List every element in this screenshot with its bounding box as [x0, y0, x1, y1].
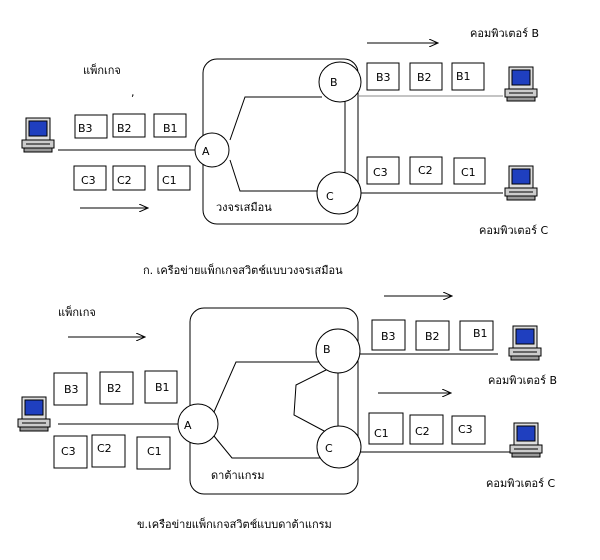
node-a [177, 403, 219, 445]
packet-label: B3 [376, 71, 391, 84]
computer-icon [17, 396, 51, 432]
packet-label: C2 [418, 164, 433, 177]
computer-icon [509, 422, 543, 458]
packet-group-right-top: B3 B2 B1 [371, 319, 494, 351]
packet [144, 370, 178, 404]
computer-b-label: คอมพิวเตอร์ B [470, 27, 539, 40]
packet [136, 436, 171, 470]
packet [415, 320, 450, 351]
computer-icon [504, 66, 538, 102]
packet-label: B3 [381, 330, 396, 343]
node-a [194, 132, 230, 168]
packet [371, 319, 406, 351]
packet-label: B3 [78, 122, 93, 135]
packet-label: C2 [117, 174, 132, 187]
packet [366, 62, 400, 91]
packet [459, 320, 494, 351]
node-b [315, 328, 361, 374]
packet-label: C1 [461, 166, 476, 179]
node-b-label: B [323, 343, 331, 356]
diagram-b: A B C แพ็กเกจ ดาต้าแกรม คอมพิวเตอร์ B คอ… [17, 296, 557, 531]
packet-label: C3 [81, 174, 96, 187]
node-b-label: B [330, 76, 338, 89]
node-b [318, 61, 362, 103]
packet [112, 165, 146, 191]
link-a-b [213, 361, 322, 413]
packet-label: แพ็กเกจ [83, 63, 121, 77]
packet [409, 62, 443, 91]
link-a-c [229, 159, 322, 192]
packet-label: C3 [61, 445, 76, 458]
packet [451, 415, 486, 445]
packet [99, 371, 134, 405]
stray-mark: , [131, 86, 135, 99]
packet-group-left-top: B3 B2 B1 [53, 370, 178, 406]
packet-label: B1 [456, 70, 471, 83]
node-c [316, 425, 362, 469]
link-a-c [213, 435, 322, 459]
packet [73, 165, 107, 191]
computer-b-label: คอมพิวเตอร์ B [488, 374, 557, 387]
node-c-label: C [325, 442, 333, 455]
packet-label: แพ็กเกจ [58, 305, 96, 319]
packet-group-left-bottom: C3 C2 C1 [73, 165, 191, 191]
node-a-label: A [202, 145, 210, 158]
packet [53, 372, 88, 406]
packet-label: C1 [374, 427, 389, 440]
packet [112, 113, 146, 138]
packet-label: B2 [425, 330, 440, 343]
packet [409, 414, 444, 445]
packet-label: B1 [155, 381, 170, 394]
packet-label: B2 [107, 382, 122, 395]
packet-group-left-bottom: C3 C2 C1 [53, 434, 171, 470]
packet-group-right-bottom: C3 C2 C1 [366, 156, 486, 185]
network-label: วงจรเสมือน [216, 201, 272, 214]
packet-label: C3 [373, 166, 388, 179]
packet-group-right-top: B3 B2 B1 [366, 62, 485, 91]
packet-label: B1 [473, 327, 488, 340]
packet [368, 412, 404, 445]
network-label: ดาต้าแกรม [211, 469, 265, 482]
link-b-c-alt [293, 367, 331, 433]
packet [53, 435, 88, 469]
packet-label: B1 [163, 122, 178, 135]
caption: ก. เครือข่ายแพ็กเกจสวิตช์แบบวงจรเสมือน [143, 263, 343, 277]
packet-group-right-bottom: C1 C2 C3 [368, 412, 486, 445]
network-box [189, 307, 359, 495]
diagram-a: A B C แพ็กเกจ , วงจรเสมือน คอมพิวเตอร์ B… [21, 27, 549, 277]
packet-label: C1 [162, 174, 177, 187]
packet-label: C2 [415, 425, 430, 438]
computer-icon [504, 165, 538, 201]
packet-label: B2 [117, 122, 132, 135]
node-a-label: A [184, 419, 192, 432]
computer-c-label: คอมพิวเตอร์ C [479, 224, 549, 237]
node-c-label: C [326, 190, 334, 203]
computer-c-label: คอมพิวเตอร์ C [486, 477, 556, 490]
packet-label: C1 [147, 445, 162, 458]
computer-icon [508, 325, 542, 361]
packet-label: B3 [64, 383, 79, 396]
packet [451, 62, 485, 91]
packet-label: B2 [417, 71, 432, 84]
packet [74, 114, 108, 139]
packet-label: C2 [97, 442, 112, 455]
computer-icon [21, 117, 55, 153]
packet-group-left-top: B3 B2 B1 [74, 113, 187, 139]
packet [91, 434, 126, 468]
packet-label: C3 [458, 423, 473, 436]
link-a-b [229, 96, 322, 141]
packet [453, 157, 486, 185]
packet [409, 156, 443, 185]
caption: ข.เครือข่ายแพ็กเกจสวิตช์แบบดาต้าแกรม [137, 517, 332, 531]
packet [153, 113, 187, 138]
packet [366, 156, 400, 185]
node-c [316, 171, 362, 215]
packet [157, 165, 191, 191]
